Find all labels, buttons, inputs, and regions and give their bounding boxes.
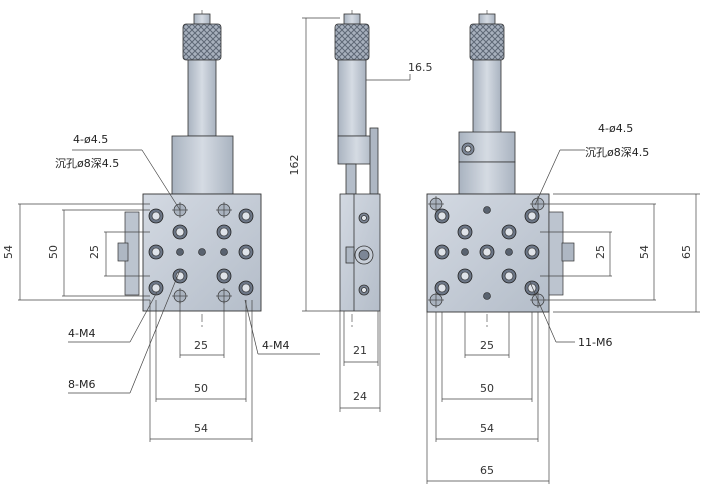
rear-m6-hole (434, 208, 450, 224)
rear-m6-hole (479, 244, 495, 260)
front-counterbore-hole (216, 202, 232, 218)
front-callout-tap-m6: 8-M6 (68, 378, 95, 391)
rear-dim-width-50: 50 (480, 382, 494, 395)
rear-m6-hole (434, 244, 450, 260)
rear-micrometer-head (458, 13, 516, 195)
front-m6-hole (148, 244, 164, 260)
rear-small-hole (461, 248, 469, 256)
rear-m6-hole (524, 280, 540, 296)
front-view: 54 50 25 25 50 54 4-ø4.5 (2, 10, 320, 442)
front-m4-hole (198, 248, 206, 256)
front-m6-hole (148, 208, 164, 224)
front-m6-hole (172, 224, 188, 240)
rear-m6-hole (434, 280, 450, 296)
front-horizontal-dims (149, 300, 253, 442)
side-dim-offset-16-5: 16.5 (408, 61, 433, 74)
rear-m6-hole (524, 244, 540, 260)
side-dims (302, 17, 411, 412)
front-m6-hole (216, 224, 232, 240)
rear-holes (428, 196, 546, 308)
rear-m6-hole (501, 224, 517, 240)
front-callout-holes-2: 沉孔ø8深4.5 (55, 157, 119, 170)
rear-dim-height-54: 54 (638, 245, 651, 259)
rear-dim-width-54: 54 (480, 422, 494, 435)
rear-callout-tap-m6: 11-M6 (578, 336, 612, 349)
rear-m6-hole (457, 224, 473, 240)
front-vertical-dims (18, 203, 150, 301)
front-dim-height-54: 54 (2, 245, 15, 259)
rear-dim-width-25: 25 (480, 339, 494, 352)
rear-dim-width-65: 65 (480, 464, 494, 477)
rear-dim-height-25: 25 (594, 245, 607, 259)
rear-horizontal-dims (426, 312, 550, 484)
side-dim-width-21: 21 (353, 344, 367, 357)
side-features (345, 212, 374, 296)
front-m6-hole (238, 280, 254, 296)
front-m6-hole (216, 268, 232, 284)
micrometer-head (171, 13, 234, 195)
rear-small-hole (483, 292, 491, 300)
front-m6-hole (148, 280, 164, 296)
front-holes (148, 202, 254, 304)
front-m6-hole (172, 268, 188, 284)
front-callout-holes-1: 4-ø4.5 (73, 133, 108, 146)
rear-counterbore-hole (428, 292, 444, 308)
front-m6-hole (238, 244, 254, 260)
front-dim-height-50: 50 (47, 245, 60, 259)
front-counterbore-hole (216, 288, 232, 304)
front-dim-width-25: 25 (194, 339, 208, 352)
rear-m6-hole (501, 268, 517, 284)
front-m6-hole (238, 208, 254, 224)
rear-counterbore-hole (428, 196, 444, 212)
rear-small-hole (483, 206, 491, 214)
front-m4-hole (176, 248, 184, 256)
front-dim-width-50: 50 (194, 382, 208, 395)
side-body (334, 13, 381, 312)
front-callout-tap-left: 4-M4 (68, 327, 95, 340)
side-view: 16.5 162 21 24 (288, 10, 433, 412)
rear-small-hole (505, 248, 513, 256)
rear-leaders (529, 149, 585, 343)
rear-m6-hole (457, 268, 473, 284)
front-callout-tap-right: 4-M4 (262, 339, 289, 352)
rear-callout-holes-2: 沉孔ø8深4.5 (585, 146, 649, 159)
front-dim-width-54: 54 (194, 422, 208, 435)
rear-dim-height-65: 65 (680, 245, 693, 259)
front-m4-hole (220, 248, 228, 256)
front-dim-height-25: 25 (88, 245, 101, 259)
rear-vertical-dims (540, 193, 700, 313)
rear-m6-hole (524, 208, 540, 224)
side-dim-height-162: 162 (288, 155, 301, 176)
rear-callout-holes-1: 4-ø4.5 (598, 122, 633, 135)
side-dim-width-24: 24 (353, 390, 367, 403)
rear-view: 25 54 65 25 50 54 65 4-ø4.5 (426, 10, 700, 484)
front-leaders (68, 149, 320, 394)
